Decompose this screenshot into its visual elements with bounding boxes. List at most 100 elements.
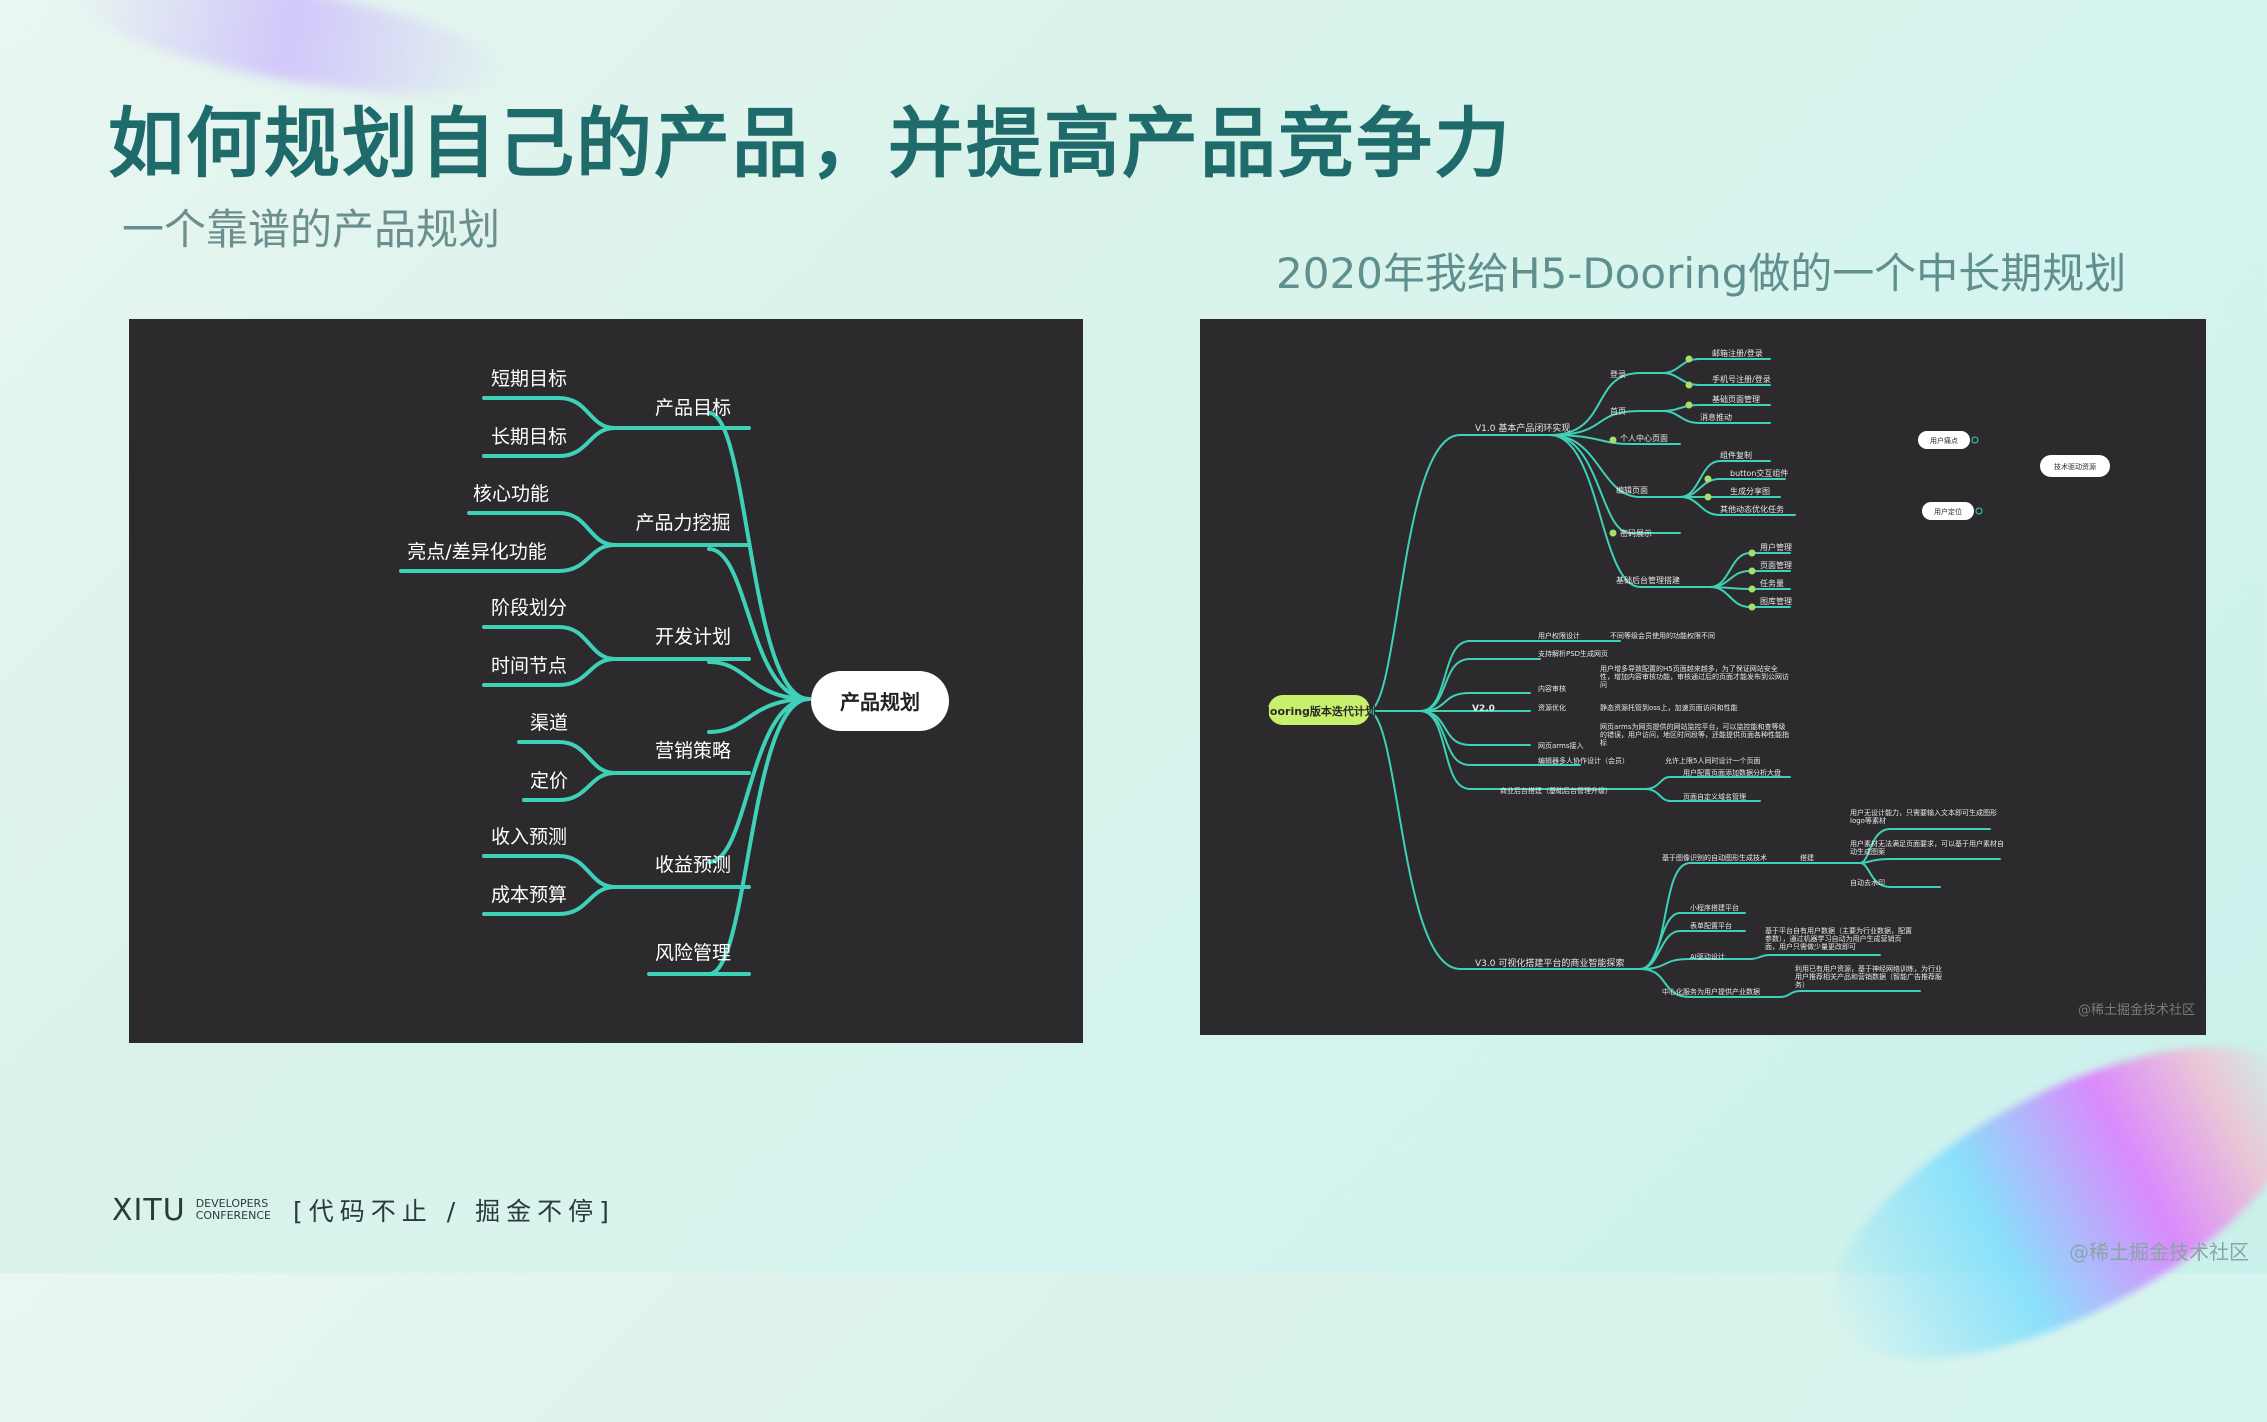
v1-personal-link bbox=[1549, 434, 1681, 445]
v1-admin-item-1: 用户管理 bbox=[1760, 542, 1792, 552]
bullet-editor-2 bbox=[1704, 475, 1712, 483]
v2-row-1-link bbox=[1419, 640, 1531, 712]
v3-image-item-2-box: 用户素材无法满足页面要求，可以基于用户素材自动生成图案 bbox=[1850, 840, 2004, 856]
v2-row-7-leaf-1-link bbox=[1644, 776, 1791, 790]
v1-editor-label: 编辑页面 bbox=[1616, 485, 1648, 495]
link-c5a bbox=[482, 854, 617, 889]
v1-login-item-1: 邮箱注册/登录 bbox=[1712, 348, 1763, 358]
v3-label: V3.0 可视化搭建平台的商业智能探索 bbox=[1475, 957, 1624, 969]
side-node-3 bbox=[1922, 502, 1974, 520]
v2-row-6-left: 编辑器多人协作设计（会员） bbox=[1538, 756, 1629, 765]
bullet-personal bbox=[1609, 436, 1617, 444]
v3-image-leaf-3-link bbox=[1829, 862, 1941, 888]
side-node-1 bbox=[1918, 431, 1970, 449]
child-label-5b: 成本预算 bbox=[491, 884, 567, 906]
side-node-3-handle bbox=[1975, 507, 1983, 515]
child-label-3a: 阶段划分 bbox=[491, 597, 567, 619]
footer-brand: XITU bbox=[112, 1192, 186, 1228]
login-leaf-2-link bbox=[1661, 372, 1771, 386]
v3-center-text: 利用已有用户资源，基于神经网络训练，为行业用户推荐相关产品和营销数据（智能广告推… bbox=[1795, 965, 1942, 989]
link-c3a bbox=[482, 625, 617, 661]
v1-admin-label: 基础后台管理搭建 bbox=[1616, 575, 1680, 585]
v2-row-5-right-box: 网页arms为网页提供的网站监控平台，可以监控能和查等级的错误，用户访问，地区时… bbox=[1600, 723, 1789, 747]
link-c1a bbox=[482, 396, 617, 430]
right-mindmap-panel: dooring版本迭代计划 V1.0 基本产品闭环实现 登录 首页 个人中心页面… bbox=[1200, 319, 2206, 1035]
v1-editor-item-1: 组件复制 bbox=[1720, 450, 1752, 460]
v2-row-3-right-box: 用户增多导致配置的H5页面越来越多，为了保证网站安全性，增加内容审核功能，审核通… bbox=[1600, 665, 1789, 689]
v2-row-7-left: 商业后台搭建（基础后台管理升级） bbox=[1500, 786, 1612, 795]
v3-mini-label: 小程序搭建平台 bbox=[1690, 903, 1739, 912]
side-node-2-label: 技术驱动资源 bbox=[2054, 462, 2096, 471]
v1-home-item-1: 基础页面管理 bbox=[1712, 394, 1760, 404]
v1-label: V1.0 基本产品闭环实现 bbox=[1475, 422, 1570, 434]
side-node-1-handle bbox=[1971, 436, 1979, 444]
v3-ai-text: 基于平台自有用户数据（主要为行业数据，配置参数），通过机器学习自动为用户生成营销… bbox=[1765, 927, 1912, 951]
v3-center-link bbox=[1639, 968, 1921, 998]
v1-login-label: 登录 bbox=[1610, 369, 1626, 379]
slide-title: 如何规划自己的产品，并提高产品竞争力 bbox=[108, 99, 1512, 188]
v2-row-8-right: 页面自定义域名管理 bbox=[1683, 792, 1746, 801]
v3-image-item-1-box: 用户无设计能力，只需要输入文本即可生成图形logo等素材 bbox=[1850, 809, 1997, 825]
v3-ai-link bbox=[1639, 954, 1881, 970]
v3-center-label: 中心化服务为用户提供产业数据 bbox=[1662, 987, 1760, 996]
v1-admin-item-2: 页面管理 bbox=[1760, 560, 1792, 570]
branch-label-3: 开发计划 bbox=[655, 626, 731, 648]
v2-label: V2.0 bbox=[1472, 704, 1495, 714]
bullet-editor-3 bbox=[1704, 493, 1712, 501]
v1-admin-item-4: 图库管理 bbox=[1760, 596, 1792, 606]
link-root-b6 bbox=[707, 697, 811, 976]
right-caption: 2020年我给H5-Dooring做的一个中长期规划 bbox=[1276, 249, 2127, 298]
left-mindmap-panel: 产品规划 产品目标 产品力挖掘 开发计划 营销策略 收益预测 风险管理 短期目标… bbox=[129, 319, 1083, 1043]
link-c3b bbox=[482, 657, 617, 687]
link-c5b bbox=[482, 885, 617, 916]
v3-form-link bbox=[1639, 930, 1746, 970]
bullet-preview bbox=[1609, 529, 1617, 537]
right-root-label: dooring版本迭代计划 bbox=[1262, 704, 1376, 718]
side-node-2 bbox=[2040, 455, 2110, 477]
v2-row-2-left: 支持解析PSD生成网页 bbox=[1538, 649, 1608, 658]
editor-leaf-4-link bbox=[1679, 496, 1796, 516]
link-c1b bbox=[482, 426, 617, 458]
v2-row-7-leaf-2-link bbox=[1644, 788, 1761, 802]
v3-image-item-1: 用户无设计能力，只需要输入文本即可生成图形logo等素材 bbox=[1850, 809, 1997, 825]
footer: XITU DEVELOPERS CONFERENCE [代码不止 / 掘金不停] bbox=[112, 1192, 615, 1228]
bullet-admin-3 bbox=[1748, 585, 1756, 593]
link-root-b5 bbox=[707, 697, 811, 864]
v2-row-6-right: 允许上限5人同时设计一个页面 bbox=[1665, 756, 1760, 765]
v1-preview-label: 密码展示 bbox=[1620, 528, 1652, 538]
v2-row-4-right: 静态资源托管到oss上，加速页面访问和性能 bbox=[1600, 703, 1738, 712]
v1-personal-label: 个人中心页面 bbox=[1620, 433, 1668, 443]
branch-label-5: 收益预测 bbox=[655, 854, 731, 876]
v1-admin-link bbox=[1549, 434, 1711, 588]
left-mindmap: 产品规划 产品目标 产品力挖掘 开发计划 营销策略 收益预测 风险管理 短期目标… bbox=[399, 368, 949, 976]
branch-label-6: 风险管理 bbox=[655, 942, 731, 964]
v1-editor-item-3: 生成分享图 bbox=[1730, 486, 1770, 496]
bullet-login-1 bbox=[1685, 355, 1693, 363]
v1-home-item-2: 消息推动 bbox=[1700, 412, 1732, 422]
branch-label-2: 产品力挖掘 bbox=[635, 512, 730, 534]
v3-image-mid: 搭建 bbox=[1800, 853, 1814, 862]
link-root-v3 bbox=[1367, 710, 1641, 970]
v1-editor-item-4: 其他动态优化任务 bbox=[1720, 504, 1784, 514]
v2-row-2-link bbox=[1419, 658, 1541, 712]
right-mindmap: dooring版本迭代计划 V1.0 基本产品闭环实现 登录 首页 个人中心页面… bbox=[1262, 348, 2195, 1018]
root-node bbox=[811, 671, 949, 731]
footer-slogan: [代码不止 / 掘金不停] bbox=[293, 1197, 615, 1226]
footer-brand-sub: DEVELOPERS CONFERENCE bbox=[196, 1198, 271, 1222]
side-node-3-label: 用户定位 bbox=[1934, 507, 1962, 516]
child-label-1b: 长期目标 bbox=[491, 426, 567, 448]
branch-label-1: 产品目标 bbox=[655, 397, 731, 419]
child-label-5a: 收入预测 bbox=[491, 826, 567, 848]
home-leaf-2-link bbox=[1661, 410, 1771, 424]
v3-image-item-3: 自动去水印 bbox=[1850, 878, 1885, 887]
v3-center-text-box: 利用已有用户资源，基于神经网络训练，为行业用户推荐相关产品和营销数据（智能广告推… bbox=[1795, 965, 1942, 989]
slide-subtitle: 一个靠谱的产品规划 bbox=[122, 205, 501, 254]
v2-row-5-right: 网页arms为网页提供的网站监控平台，可以监控能和查等级的错误，用户访问，地区时… bbox=[1600, 723, 1789, 747]
v1-login-item-2: 手机号注册/登录 bbox=[1712, 374, 1771, 384]
link-c4b bbox=[522, 771, 617, 802]
bullet-admin-4 bbox=[1748, 603, 1756, 611]
v1-home-label: 首页 bbox=[1610, 406, 1626, 416]
link-root-v1 bbox=[1367, 434, 1551, 712]
v3-image-item-2: 用户素材无法满足页面要求，可以基于用户素材自动生成图案 bbox=[1850, 840, 2004, 856]
side-node-1-label: 用户痛点 bbox=[1930, 436, 1958, 445]
